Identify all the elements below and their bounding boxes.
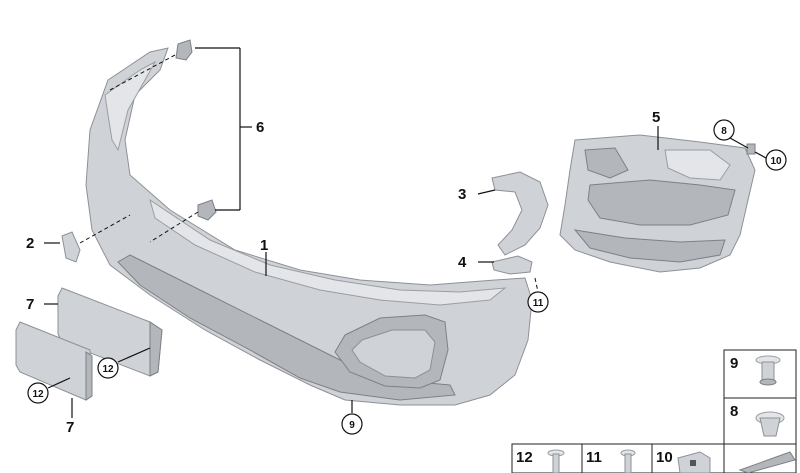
svg-text:12: 12 (102, 364, 114, 375)
leader-lines (44, 47, 767, 418)
grille-carrier[interactable] (559, 134, 756, 273)
bracket-lower[interactable] (491, 255, 533, 275)
label-7-lower: 7 (66, 419, 74, 436)
label-7-upper: 7 (26, 296, 34, 313)
svg-text:9: 9 (349, 420, 355, 431)
label-3: 3 (458, 186, 466, 203)
bracket-upper[interactable] (491, 171, 549, 256)
fastener-legend: 9 8 12 11 10 (511, 349, 797, 473)
callout-10: 10 (765, 149, 787, 171)
legend-label-11: 11 (586, 449, 602, 466)
callout-12-upper: 12 (97, 357, 119, 379)
clip-nut-icon (755, 411, 785, 437)
bracket-set[interactable] (175, 39, 217, 221)
expanding-rivet-icon (755, 355, 781, 386)
clip-fastener (746, 143, 756, 155)
legend-label-10: 10 (656, 449, 673, 466)
bumper-cover[interactable] (85, 47, 533, 406)
legend-label-9: 9 (730, 355, 738, 372)
wedge-icon (738, 451, 796, 473)
bolt-icon (620, 449, 636, 473)
callout-11: 11 (527, 291, 549, 313)
svg-text:11: 11 (533, 298, 544, 309)
legend-label-8: 8 (730, 403, 738, 420)
callout-8: 8 (713, 119, 735, 141)
legend-label-12: 12 (516, 449, 533, 466)
label-2: 2 (26, 235, 34, 252)
label-5: 5 (652, 109, 660, 126)
callout-9: 9 (341, 413, 363, 435)
svg-text:10: 10 (770, 156, 782, 167)
label-6: 6 (256, 119, 264, 136)
svg-text:8: 8 (721, 126, 727, 137)
label-4: 4 (458, 254, 467, 271)
callout-12-lower: 12 (27, 382, 49, 404)
screw-icon (547, 449, 565, 473)
label-1: 1 (260, 237, 268, 254)
spring-nut-icon (677, 451, 711, 473)
cover-cap[interactable] (61, 231, 81, 263)
svg-text:12: 12 (32, 389, 44, 400)
